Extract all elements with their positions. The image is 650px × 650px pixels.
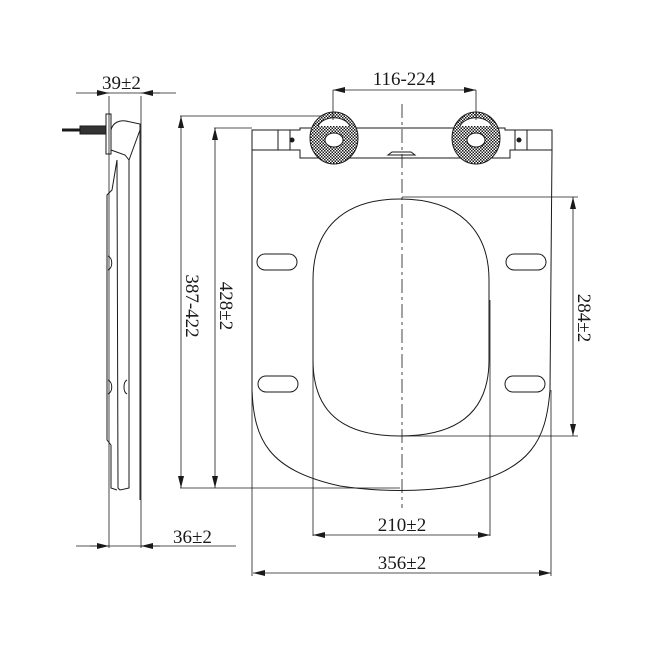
dim-side-depth-top: 39±2	[102, 73, 141, 94]
dim-opening-length: 284±2	[573, 294, 594, 342]
left-hinge-icon	[309, 111, 359, 165]
dim-overall-length: 428±2	[215, 282, 236, 330]
side-profile-view	[62, 113, 141, 500]
dim-overall-width: 356±2	[378, 553, 426, 574]
dim-opening-width: 210±2	[378, 515, 426, 536]
dim-side-depth-bottom: 36±2	[173, 527, 212, 548]
dim-fixing-to-front: 387-422	[181, 274, 202, 337]
dim-hinge-spacing: 116-224	[373, 69, 436, 90]
top-view	[251, 104, 553, 508]
right-hinge-icon	[451, 111, 501, 165]
